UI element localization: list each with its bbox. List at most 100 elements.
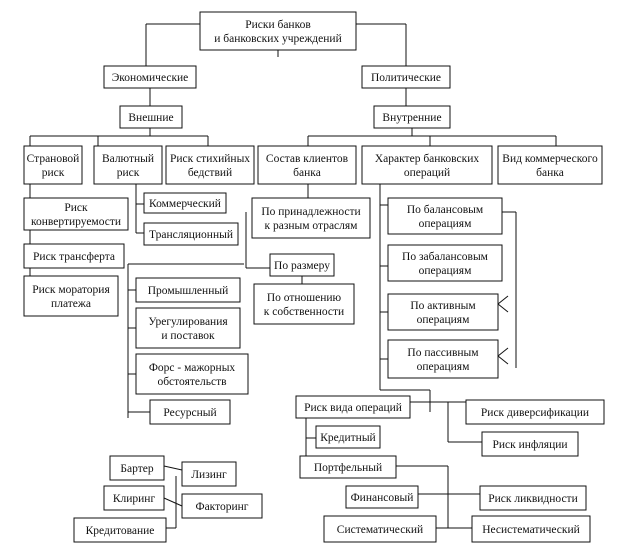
node-label: Риск — [64, 202, 88, 214]
node-label: Лизинг — [191, 469, 227, 481]
node-inflation: Риск инфляции — [481, 431, 579, 457]
node-label: операций — [404, 167, 450, 179]
node-label: банка — [536, 167, 564, 179]
connector-line — [497, 355, 509, 365]
node-box — [23, 275, 119, 317]
node-label: Бартер — [120, 463, 153, 475]
node-industrial: Промышленный — [135, 277, 241, 303]
node-label: Риск диверсификации — [481, 407, 589, 419]
node-box — [103, 65, 197, 89]
node-box — [119, 105, 183, 129]
node-unsystematic: Несистематический — [471, 515, 591, 543]
node-box — [497, 145, 603, 185]
node-label: риск — [42, 167, 65, 179]
node-box — [373, 105, 451, 129]
node-label: банка — [293, 167, 321, 179]
node-transfer: Риск трансферта — [23, 243, 125, 269]
node-box — [361, 65, 451, 89]
node-box — [387, 293, 499, 331]
node-box — [387, 197, 503, 235]
node-label: операциям — [419, 218, 472, 230]
node-label: Риск вида операций — [304, 402, 402, 414]
connector-line — [497, 303, 509, 313]
node-label: Риски банков — [245, 19, 311, 31]
node-external: Внешние — [119, 105, 183, 129]
node-box — [361, 145, 493, 185]
node-financial: Финансовый — [345, 485, 419, 509]
node-label: Урегулирования — [148, 316, 228, 328]
node-clearing: Клиринг — [103, 485, 165, 511]
node-box — [253, 283, 355, 325]
node-label: Риск ликвидности — [488, 493, 578, 505]
node-label: По активным — [410, 300, 476, 312]
node-box — [387, 244, 503, 282]
node-force-majeure: Форс - мажорных обстоятельств — [135, 353, 249, 395]
node-translation: Трансляционный — [143, 222, 239, 246]
node-box — [143, 192, 227, 214]
node-internal: Внутренние — [373, 105, 451, 129]
node-label: Характер банковских — [375, 153, 480, 165]
node-label: Валютный — [102, 153, 154, 165]
node-label: Форс - мажорных — [149, 362, 236, 374]
node-label: платежа — [51, 298, 91, 310]
node-diversification: Риск диверсификации — [465, 399, 605, 425]
connector-line — [497, 295, 509, 305]
node-factoring: Факторинг — [181, 493, 263, 519]
node-label: конвертируемости — [31, 216, 121, 228]
node-lending: Кредитование — [73, 517, 167, 543]
node-box — [465, 399, 605, 425]
node-economic: Экономические — [103, 65, 197, 89]
node-by-size: По размеру — [269, 253, 335, 277]
node-label: Политические — [371, 72, 441, 84]
connector-line — [163, 465, 183, 471]
node-box — [23, 145, 83, 185]
node-resource: Ресурсный — [149, 399, 231, 425]
node-label: Страновой — [27, 153, 80, 165]
node-box — [257, 145, 357, 185]
node-box — [295, 395, 411, 419]
node-label: Вид коммерческого — [502, 153, 598, 165]
node-credit: Кредитный — [315, 425, 381, 449]
node-box — [103, 485, 165, 511]
node-commercial: Коммерческий — [143, 192, 227, 214]
diagram-boxes: Риски банков и банковских учрежденийЭконо… — [23, 11, 605, 543]
node-label: Риск трансферта — [33, 251, 115, 263]
node-box — [299, 455, 397, 479]
node-label: к разным отраслям — [265, 220, 359, 232]
node-box — [251, 197, 371, 239]
node-label: и поставок — [161, 330, 215, 342]
node-label: По забалансовым — [402, 251, 489, 263]
node-box — [143, 222, 239, 246]
node-label: Риск стихийных — [170, 153, 250, 165]
node-label: Внутренние — [382, 112, 441, 124]
node-label: операциям — [419, 265, 472, 277]
node-bank-type: Вид коммерческого банка — [497, 145, 603, 185]
node-box — [345, 485, 419, 509]
node-box — [199, 11, 357, 51]
node-offbalance-ops: По забалансовым операциям — [387, 244, 503, 282]
node-box — [109, 455, 165, 481]
node-label: Экономические — [112, 72, 189, 84]
node-convertibility: Риск конвертируемости — [23, 197, 129, 231]
connector-lines — [29, 23, 557, 529]
node-label: риск — [117, 167, 140, 179]
node-box — [315, 425, 381, 449]
connector-line — [163, 497, 183, 507]
node-box — [135, 277, 241, 303]
node-label: обстоятельств — [157, 376, 227, 388]
node-label: операциям — [417, 361, 470, 373]
connector-line — [497, 347, 509, 357]
node-box — [165, 145, 255, 185]
node-label: и банковских учреждений — [214, 33, 341, 45]
node-label: Трансляционный — [149, 229, 233, 241]
node-label: Ресурсный — [163, 407, 216, 419]
node-box — [135, 307, 241, 349]
node-currency: Валютный риск — [93, 145, 163, 185]
